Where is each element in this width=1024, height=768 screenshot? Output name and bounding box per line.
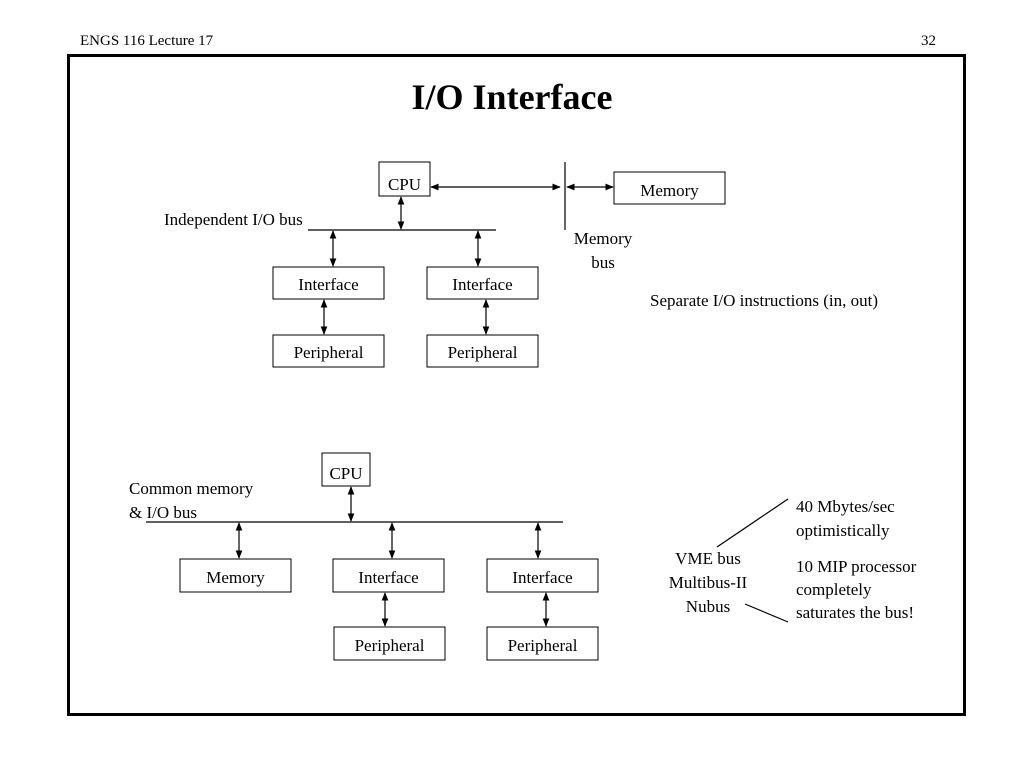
callout-line-bandwidth <box>716 498 789 548</box>
top-interface-2-label: Interface <box>452 275 512 294</box>
bottom-interface-2-box <box>486 558 599 593</box>
memory-bus-label-line2: bus <box>591 253 615 272</box>
top-interface-1-label: Interface <box>298 275 358 294</box>
top-cpu-label: CPU <box>388 175 421 194</box>
bottom-diagram: CPU Common memory & I/O bus Memory Inter… <box>129 452 917 661</box>
separate-io-note: Separate I/O instructions (in, out) <box>650 291 878 310</box>
bottom-memory-box <box>179 558 292 593</box>
bottom-interface-1-label: Interface <box>358 568 418 587</box>
top-peripheral-2-box <box>426 334 539 368</box>
top-peripheral-2-label: Peripheral <box>448 343 518 362</box>
bus-name-vme: VME bus <box>675 549 741 568</box>
bottom-peripheral-1-label: Peripheral <box>355 636 425 655</box>
top-peripheral-1-label: Peripheral <box>294 343 364 362</box>
bottom-peripheral-2-box <box>486 626 599 661</box>
bottom-interface-1-box <box>332 558 445 593</box>
top-interface-2-box <box>426 266 539 300</box>
slide-title: I/O Interface <box>411 77 613 117</box>
bottom-peripheral-2-label: Peripheral <box>508 636 578 655</box>
bandwidth-note-line1: 40 Mbytes/sec <box>796 497 895 516</box>
bottom-cpu-box <box>321 452 371 487</box>
slide-frame <box>67 54 966 716</box>
common-bus-label-line1: Common memory <box>129 479 254 498</box>
bottom-interface-2-label: Interface <box>512 568 572 587</box>
bottom-memory-label: Memory <box>206 568 265 587</box>
saturation-note-line3: saturates the bus! <box>796 603 914 622</box>
bottom-peripheral-1-box <box>333 626 446 661</box>
common-bus-label-line2: & I/O bus <box>129 503 197 522</box>
top-cpu-box <box>378 161 431 197</box>
page-number: 32 <box>921 33 936 49</box>
top-memory-box <box>613 171 726 205</box>
header-course: ENGS 116 Lecture 17 <box>80 33 214 49</box>
top-diagram: CPU Memory Memory bus Independent I/O bu… <box>164 161 878 368</box>
independent-io-bus-label: Independent I/O bus <box>164 210 303 229</box>
memory-bus-label-line1: Memory <box>574 229 633 248</box>
bus-name-nubus: Nubus <box>686 597 730 616</box>
top-interface-1-box <box>272 266 385 300</box>
saturation-note-line1: 10 MIP processor <box>796 557 917 576</box>
bus-name-multibus: Multibus-II <box>669 573 748 592</box>
bandwidth-note-line2: optimistically <box>796 521 890 540</box>
bottom-cpu-label: CPU <box>329 464 362 483</box>
top-peripheral-1-box <box>272 334 385 368</box>
saturation-note-line2: completely <box>796 580 872 599</box>
callout-line-saturation <box>744 603 789 623</box>
top-memory-label: Memory <box>640 181 699 200</box>
